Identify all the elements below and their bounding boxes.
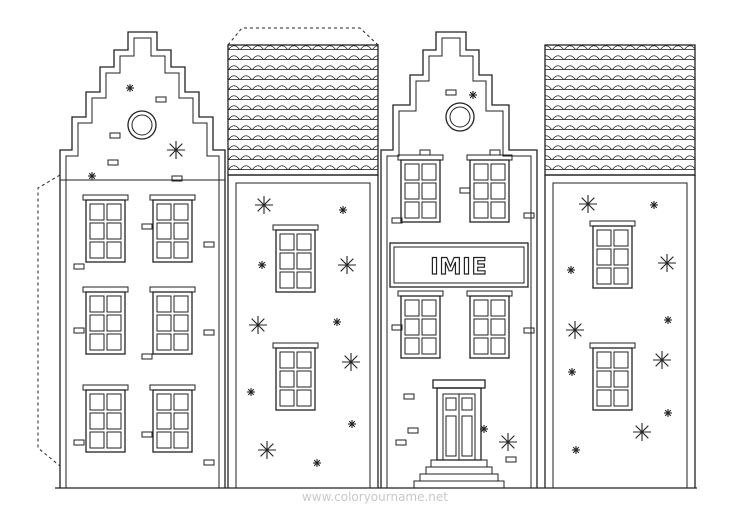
window bbox=[589, 342, 636, 411]
brick bbox=[155, 96, 167, 103]
snowflake bbox=[650, 201, 658, 209]
brick bbox=[109, 132, 121, 139]
watermark: www.coloryourname.net bbox=[301, 490, 448, 504]
brick bbox=[419, 149, 431, 156]
snowflake bbox=[572, 446, 580, 454]
brick bbox=[489, 149, 501, 156]
windows bbox=[82, 154, 636, 453]
brick bbox=[523, 212, 535, 219]
window bbox=[149, 286, 196, 355]
snowflake bbox=[664, 409, 672, 417]
snowflake bbox=[88, 172, 96, 180]
snowflake bbox=[338, 256, 356, 274]
brick bbox=[203, 241, 215, 248]
snowflake bbox=[499, 433, 517, 451]
brick bbox=[395, 439, 407, 446]
snowflake bbox=[313, 459, 321, 467]
snowflake bbox=[568, 368, 576, 376]
snowflake bbox=[566, 321, 584, 339]
brick bbox=[107, 159, 119, 166]
house-1 bbox=[37, 31, 226, 488]
snowflake bbox=[167, 141, 185, 159]
brick bbox=[203, 329, 215, 336]
snowflake bbox=[247, 388, 255, 396]
brick bbox=[141, 353, 153, 360]
snowflake bbox=[579, 195, 597, 213]
snowflake bbox=[469, 91, 477, 99]
round-window bbox=[127, 110, 157, 140]
bricks bbox=[73, 89, 535, 466]
shop-sign bbox=[389, 242, 529, 288]
snowflake bbox=[249, 316, 267, 334]
brick bbox=[505, 456, 517, 463]
snowflakes bbox=[88, 84, 676, 467]
brick bbox=[73, 439, 85, 446]
window bbox=[82, 194, 129, 263]
window bbox=[466, 290, 513, 359]
snowflake bbox=[633, 423, 651, 441]
snowflake bbox=[126, 84, 134, 92]
brick bbox=[403, 393, 415, 400]
window bbox=[397, 154, 444, 223]
sign-text: IMIE bbox=[430, 255, 487, 280]
brick bbox=[407, 427, 419, 434]
snowflake bbox=[258, 261, 266, 269]
house-2 bbox=[227, 27, 379, 489]
window bbox=[272, 342, 319, 411]
brick bbox=[73, 263, 85, 270]
brick bbox=[459, 187, 471, 194]
house-4 bbox=[544, 44, 696, 489]
brick bbox=[73, 327, 85, 334]
brick bbox=[141, 223, 153, 230]
brick bbox=[391, 324, 403, 331]
brick bbox=[203, 459, 215, 466]
brick bbox=[391, 217, 403, 224]
window bbox=[397, 290, 444, 359]
snowflake bbox=[258, 441, 276, 459]
window bbox=[149, 384, 196, 453]
brick bbox=[171, 175, 183, 182]
snowflake bbox=[348, 420, 356, 428]
snowflake bbox=[653, 351, 671, 369]
snowflake bbox=[333, 318, 341, 326]
front-steps bbox=[413, 459, 505, 489]
window bbox=[82, 286, 129, 355]
window bbox=[589, 220, 636, 289]
snowflake bbox=[658, 254, 676, 272]
brick bbox=[141, 431, 153, 438]
brick bbox=[523, 327, 535, 334]
window bbox=[149, 194, 196, 263]
window bbox=[272, 224, 319, 293]
house-3: IMIE bbox=[380, 31, 538, 489]
front-door bbox=[432, 379, 486, 461]
snowflake bbox=[255, 196, 273, 214]
snowflake bbox=[480, 425, 488, 433]
snowflake bbox=[339, 206, 347, 214]
window bbox=[466, 154, 513, 223]
snowflake bbox=[664, 316, 672, 324]
window bbox=[82, 384, 129, 453]
snowflake bbox=[342, 353, 360, 371]
brick bbox=[445, 89, 457, 96]
snowflake bbox=[567, 266, 575, 274]
